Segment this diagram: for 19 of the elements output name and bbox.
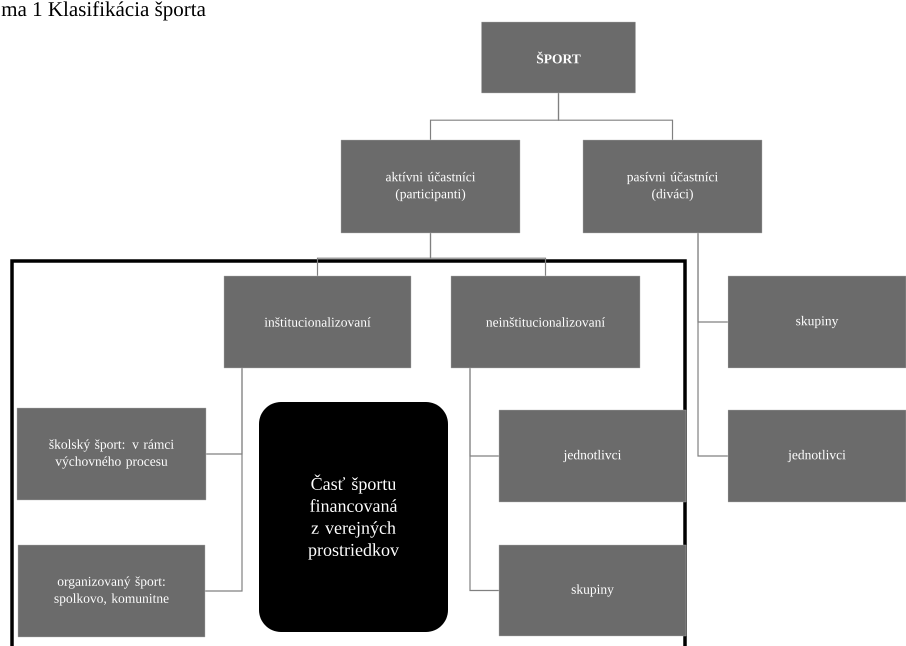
connector-line (558, 93, 674, 140)
process-box: ŠPORT (481, 22, 636, 94)
connector-line (469, 368, 499, 592)
figure-title: ma 1 Klasifikácia športa (2, 1, 206, 20)
process-box: jednotlivci (728, 410, 906, 502)
process-box: jednotlivci (498, 410, 686, 502)
connector-line (430, 233, 546, 276)
process-box: aktívni účastníci (participanti) (340, 140, 520, 234)
process-box: neinštitucionalizovaní (450, 276, 640, 368)
process-box: školský šport: v rámci výchovného procesu (16, 408, 206, 500)
process-box: skupiny (498, 544, 686, 636)
process-box: organizovaný šport: spolkovo, komunitne (18, 544, 206, 638)
process-box: pasívni účastníci (diváci) (582, 140, 762, 234)
connector-line (205, 368, 243, 592)
group-frame (10, 259, 687, 646)
process-box: inštitucionalizovaní (224, 276, 412, 368)
rounded-box: Časť športu financovaná z verejných prostriedkov (259, 402, 448, 632)
connector-line (697, 233, 728, 457)
process-box: skupiny (728, 276, 906, 368)
